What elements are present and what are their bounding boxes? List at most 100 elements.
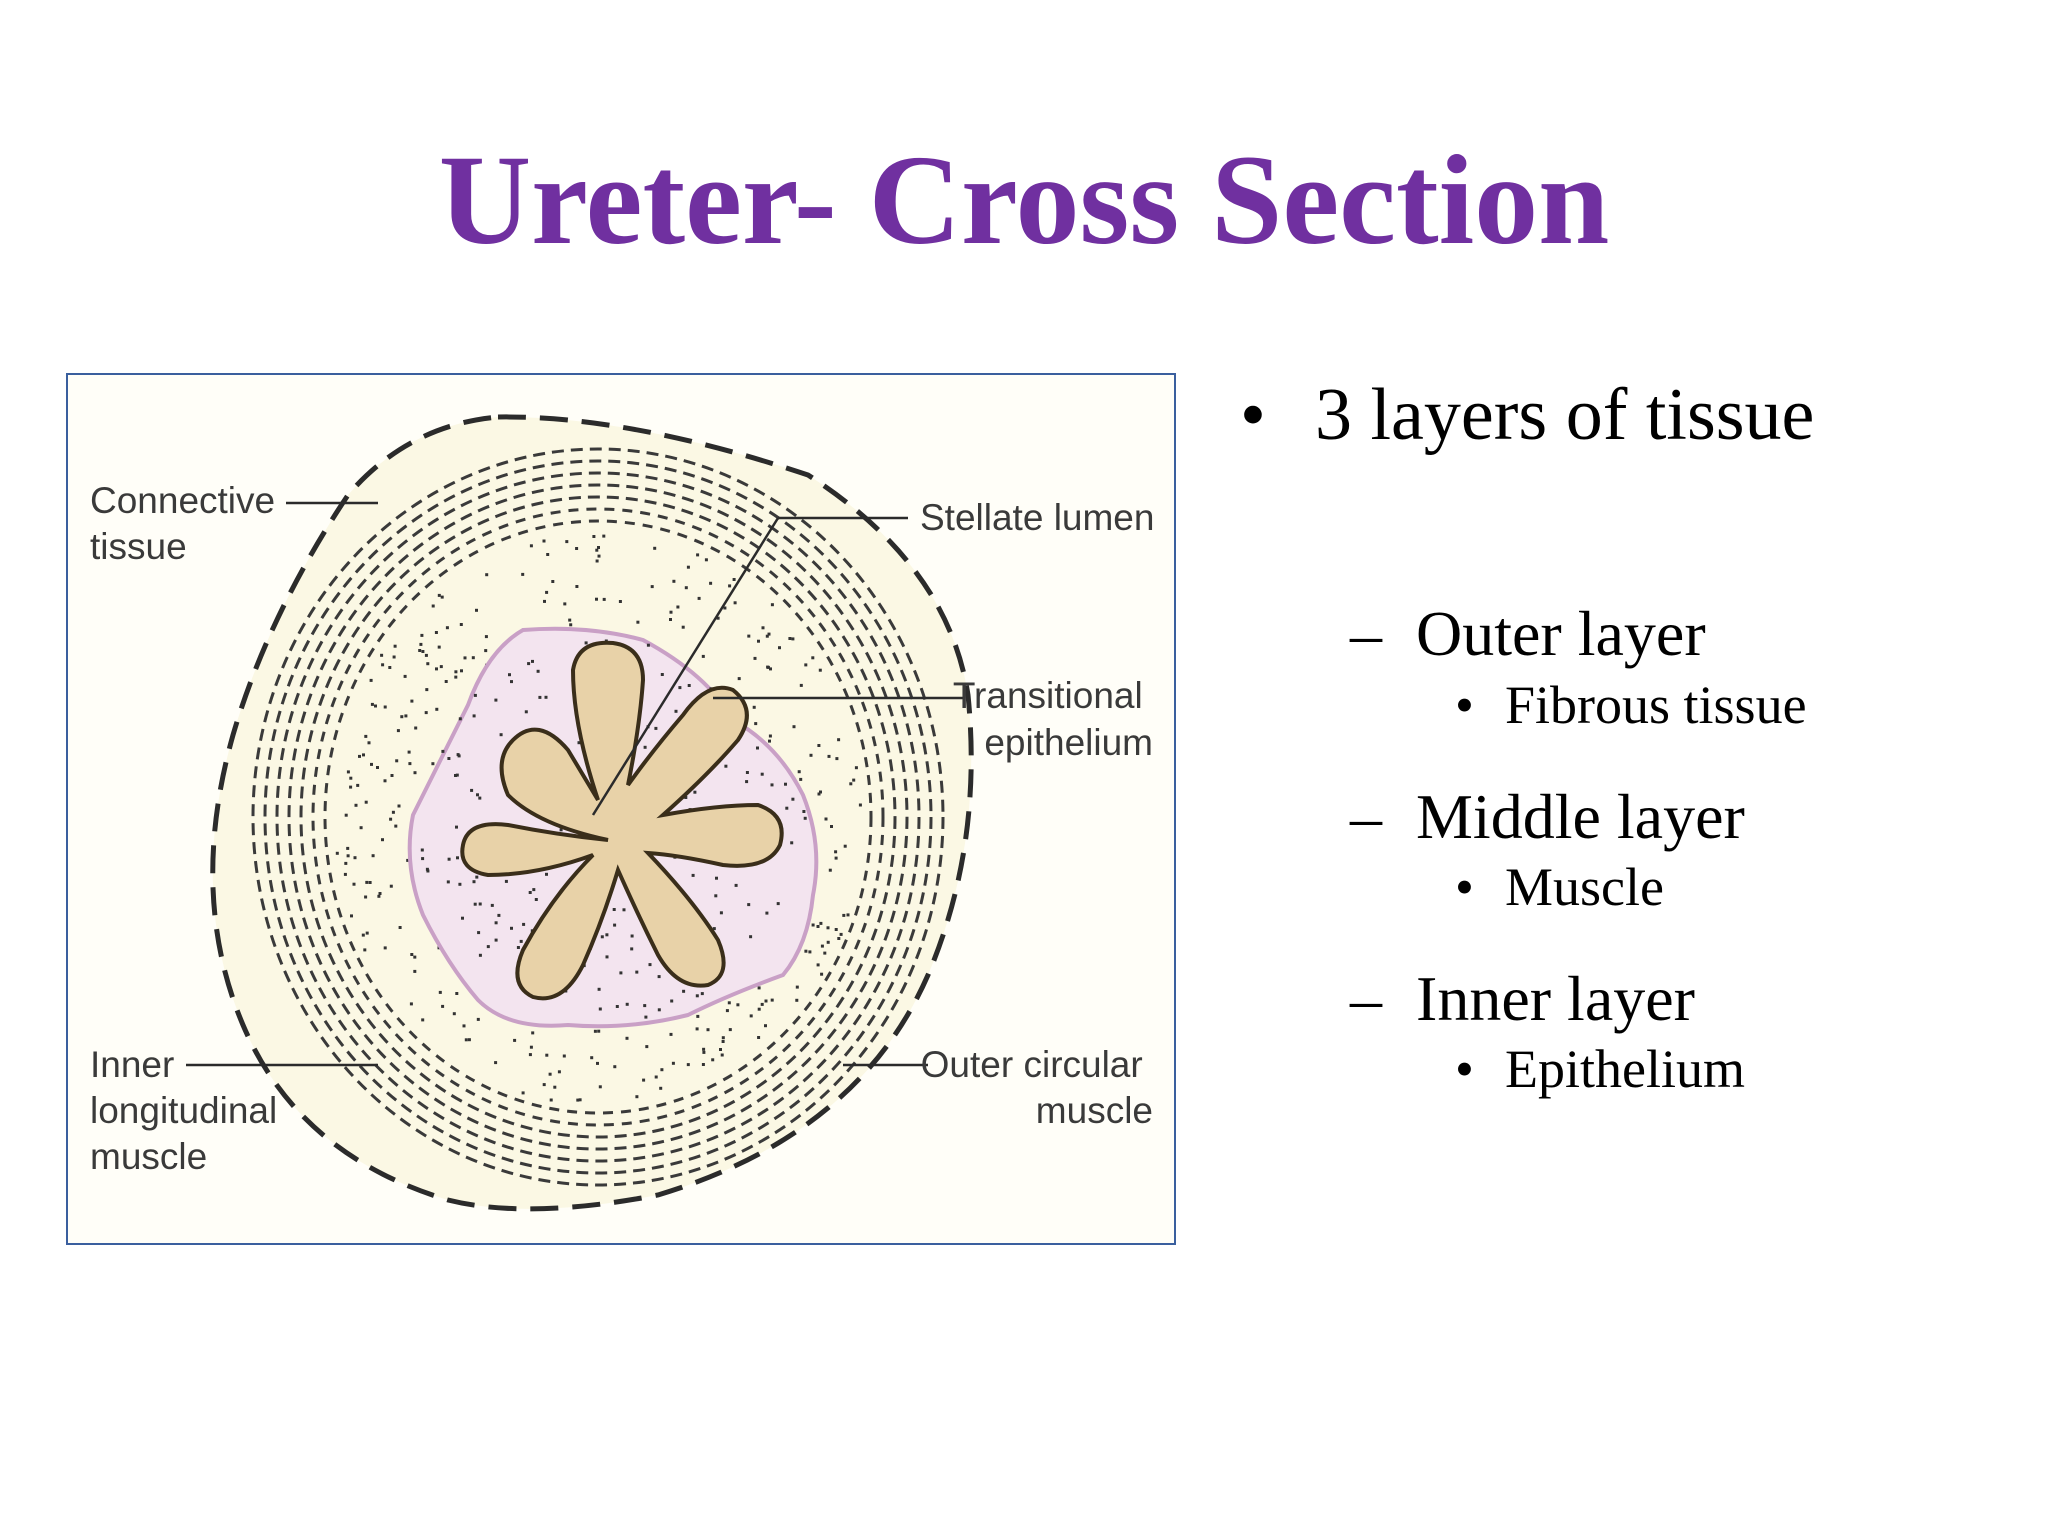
stipple-dot (563, 602, 566, 605)
stipple-dot (696, 1027, 699, 1030)
stipple-dot (474, 903, 477, 906)
stipple-dot (631, 935, 634, 938)
stipple-dot (413, 970, 416, 973)
stipple-dot (592, 535, 595, 538)
stipple-dot (513, 1039, 516, 1042)
stipple-dot (494, 1061, 497, 1064)
stipple-dot (431, 762, 434, 765)
stipple-dot (366, 932, 369, 935)
stipple-dot (384, 706, 387, 709)
stipple-dot (702, 655, 705, 658)
stipple-dot (410, 1002, 413, 1005)
stipple-dot (654, 727, 657, 730)
stipple-dot (823, 952, 826, 955)
stipple-dot (585, 641, 588, 644)
stipple-dot (376, 766, 379, 769)
stipple-dot (576, 1099, 579, 1102)
bullet-marker: • (1455, 1036, 1505, 1102)
stipple-dot (758, 1008, 761, 1011)
stipple-dot (355, 804, 358, 807)
stipple-dot (545, 873, 548, 876)
stipple-dot (495, 921, 498, 924)
stipple-dot (659, 1087, 662, 1090)
stipple-dot (394, 825, 397, 828)
stipple-dot (529, 1053, 532, 1056)
stipple-dot (527, 662, 530, 665)
stipple-dot (819, 791, 822, 794)
stipple-dot (473, 714, 476, 717)
stipple-dot (474, 694, 477, 697)
sub-bullet-muscle: •Muscle (1455, 854, 1664, 920)
stipple-dot (746, 771, 749, 774)
stipple-dot (733, 578, 736, 581)
stipple-dot (353, 883, 356, 886)
stipple-dot (525, 710, 528, 713)
stipple-dot (596, 560, 599, 563)
stipple-dot (421, 1018, 424, 1021)
stipple-dot (568, 619, 571, 622)
stipple-dot (370, 679, 373, 682)
stipple-dot (363, 948, 366, 951)
bullet-marker: • (1455, 854, 1505, 920)
stipple-dot (745, 780, 748, 783)
stipple-dot (825, 818, 828, 821)
stipple-dot (623, 908, 626, 911)
stipple-dot (425, 688, 428, 691)
stipple-dot (619, 600, 622, 603)
stipple-dot (487, 945, 490, 948)
stipple-dot (777, 902, 780, 905)
bullet-inner-layer: –Inner layer (1350, 960, 1695, 1038)
dash-marker: – (1350, 595, 1416, 673)
stipple-dot (834, 850, 837, 853)
stipple-dot (505, 880, 508, 883)
stipple-dot (456, 774, 459, 777)
stipple-dot (381, 663, 384, 666)
stipple-dot (441, 750, 444, 753)
stipple-dot (460, 669, 463, 672)
stipple-dot (364, 735, 367, 738)
stipple-dot (597, 1030, 600, 1033)
stipple-dot (726, 1009, 729, 1012)
stipple-dot (701, 992, 704, 995)
stipple-dot (400, 715, 403, 718)
stipple-dot (720, 911, 723, 914)
stipple-dot (465, 1038, 468, 1041)
stipple-dot (458, 883, 461, 886)
bullet-marker: • (1455, 672, 1505, 738)
stipple-dot (702, 1048, 705, 1051)
stipple-dot (419, 643, 422, 646)
stipple-dot (360, 826, 363, 829)
stipple-dot (696, 994, 699, 997)
stipple-dot (670, 611, 673, 614)
stipple-dot (682, 990, 685, 993)
stipple-dot (365, 801, 368, 804)
stipple-dot (655, 1076, 658, 1079)
stipple-dot (687, 1063, 690, 1066)
stipple-dot (750, 1014, 753, 1017)
stipple-dot (494, 699, 497, 702)
stipple-dot (477, 931, 480, 934)
stipple-dot (379, 892, 382, 895)
stipple-dot (768, 740, 771, 743)
stipple-dot (812, 924, 815, 927)
stipple-dot (414, 727, 417, 730)
stipple-dot (510, 680, 513, 683)
stipple-dot (764, 1024, 767, 1027)
stipple-dot (344, 862, 347, 865)
stipple-dot (565, 540, 568, 543)
bullet-text: Epithelium (1505, 1039, 1745, 1099)
stipple-dot (522, 1091, 525, 1094)
bullet-text: Muscle (1505, 857, 1664, 917)
stipple-dot (420, 634, 423, 637)
stipple-dot (398, 805, 401, 808)
stipple-dot (344, 873, 347, 876)
stipple-dot (636, 621, 639, 624)
stipple-dot (532, 888, 535, 891)
stipple-dot (435, 631, 438, 634)
stipple-dot (696, 553, 699, 556)
stipple-dot (394, 645, 397, 648)
stipple-dot (647, 644, 650, 647)
bullet-marker: • (1240, 370, 1315, 460)
diagram-canvas: Connective tissue Stellate lumen Transit… (68, 375, 1174, 1243)
stipple-dot (804, 817, 807, 820)
